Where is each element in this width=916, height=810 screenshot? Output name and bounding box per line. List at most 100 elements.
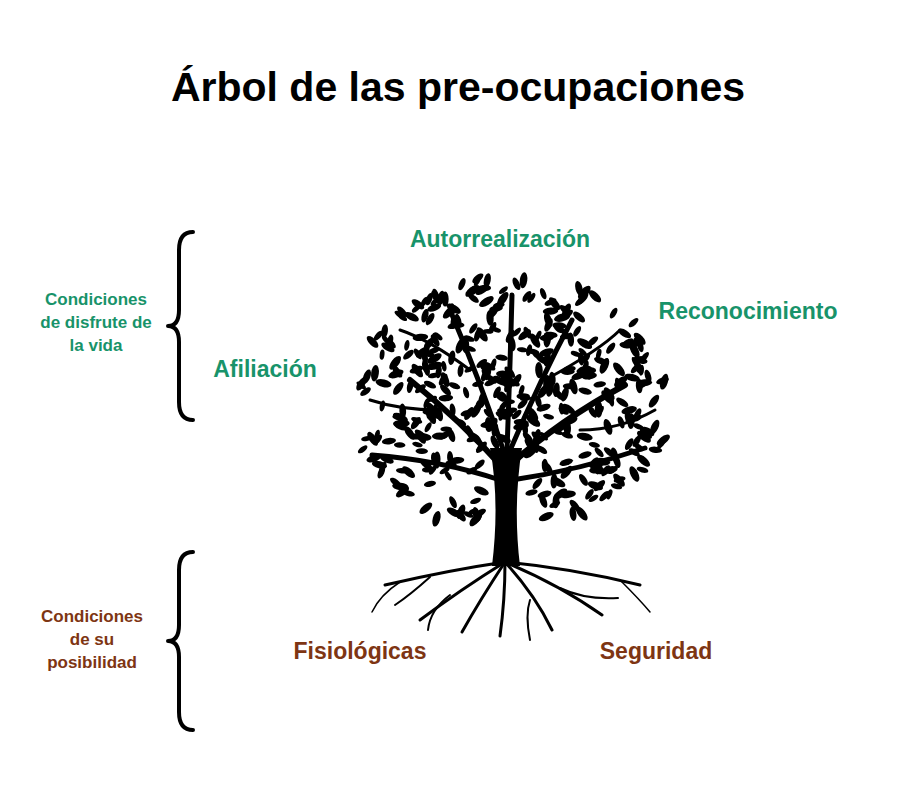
leaf (376, 465, 387, 480)
leaf (412, 333, 428, 342)
leaf (656, 438, 667, 449)
leaf (581, 371, 597, 380)
leaf (616, 415, 626, 429)
tree-roots (372, 562, 650, 640)
leaf (373, 434, 383, 445)
leaf (516, 398, 529, 411)
leaf (420, 308, 430, 323)
leaf (414, 345, 431, 360)
leaf (478, 362, 489, 374)
leaf (531, 476, 544, 490)
leaf (489, 304, 504, 313)
leaf (535, 362, 543, 379)
bracket-label: Condiciones de su posibilidad (30, 606, 155, 675)
leaf (550, 473, 557, 488)
leaf (448, 495, 459, 509)
leaf (498, 399, 510, 412)
need-level: Afiliación (213, 354, 317, 385)
leaf (473, 507, 488, 519)
leaf (435, 365, 443, 379)
leaf (593, 381, 606, 389)
leaf (559, 457, 574, 467)
leaf (617, 327, 633, 340)
leaf (370, 364, 380, 381)
leaf (449, 303, 455, 316)
leaf (375, 378, 393, 389)
tree-trunk (490, 448, 522, 566)
leaf (443, 470, 453, 482)
leaf (498, 285, 510, 296)
leaf (571, 310, 587, 325)
leaf (599, 388, 616, 406)
leaf (379, 400, 386, 412)
leaf (559, 490, 576, 499)
leaf (578, 386, 593, 396)
leaf (552, 388, 566, 402)
leaf (595, 405, 605, 417)
leaf (637, 379, 653, 387)
leaf (517, 347, 528, 353)
leaf (568, 498, 582, 513)
leaf (602, 446, 615, 459)
leaf (539, 334, 554, 342)
leaf (538, 346, 555, 358)
leaf (448, 381, 462, 391)
curly-brackets (168, 232, 193, 730)
leaf (526, 292, 537, 305)
leaf (543, 297, 557, 308)
leaf (627, 465, 641, 483)
leaf (613, 475, 626, 484)
leaf (426, 395, 437, 403)
leaf (604, 341, 617, 355)
leaf (432, 432, 448, 439)
leaf (576, 284, 593, 301)
leaf (382, 437, 397, 445)
leaf (413, 382, 427, 394)
leaf (624, 372, 641, 382)
leaf (409, 415, 423, 431)
leaf (632, 441, 645, 452)
leaf (552, 322, 564, 334)
leaf (457, 277, 468, 291)
leaf (588, 441, 600, 448)
leaf (577, 473, 590, 488)
leaf (647, 393, 661, 409)
leaf (527, 348, 540, 356)
leaf (542, 311, 554, 328)
leaf (429, 333, 442, 348)
leaf (403, 340, 410, 352)
leaf (415, 448, 428, 454)
leaf (455, 417, 467, 427)
leaf (632, 337, 638, 348)
leaf (457, 364, 464, 377)
leaf (379, 453, 395, 465)
leaf (449, 403, 457, 416)
lower-bracket (168, 552, 193, 730)
leaf (379, 349, 385, 360)
leaf (516, 327, 532, 342)
leaf (434, 451, 441, 466)
leaf (418, 501, 434, 516)
need-level: Fisiológicas (294, 636, 427, 667)
leaf (462, 386, 471, 399)
need-level: Reconocimiento (659, 296, 838, 327)
leaf (483, 377, 497, 388)
leaf (402, 348, 416, 361)
need-level: Autorrealización (410, 224, 590, 255)
leaf (500, 370, 510, 387)
leaf (560, 302, 573, 318)
leaf (576, 432, 593, 442)
leaf (447, 350, 456, 366)
leaf (623, 437, 635, 452)
leaf (637, 432, 649, 440)
leaf (559, 464, 575, 481)
leaf (610, 482, 623, 490)
leaf (545, 380, 556, 397)
leaf (537, 510, 554, 523)
leaf (452, 322, 465, 328)
leaf (537, 493, 549, 509)
leaf (568, 378, 580, 396)
leaf (632, 355, 648, 365)
